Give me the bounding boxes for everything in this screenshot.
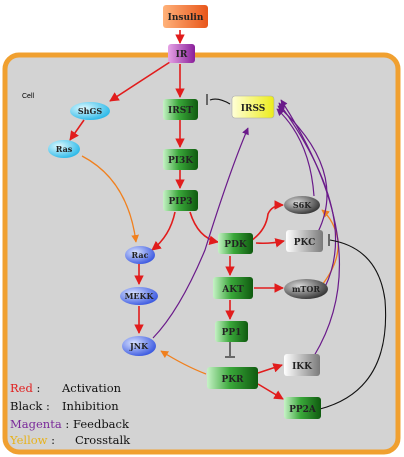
node-irst: IRST xyxy=(163,99,198,120)
feedback-edges xyxy=(152,99,341,357)
node-shgs: ShGS xyxy=(70,102,110,120)
node-pkr: PKR xyxy=(207,367,258,389)
edge-s6k-irss xyxy=(276,108,315,197)
edge-pkr-jnk xyxy=(160,350,207,375)
ikk-label: IKK xyxy=(292,362,313,372)
legend-desc-crosstalk: Crosstalk xyxy=(75,433,131,447)
node-pi3k: PI3K xyxy=(163,149,198,170)
legend-row-inhibition: Black : xyxy=(10,399,50,413)
mekk-label: MEKK xyxy=(125,291,155,301)
edge-ir-shgs xyxy=(109,61,171,102)
node-akt: AKT xyxy=(213,277,253,299)
edge-pdk-pkc xyxy=(255,238,285,248)
edge-ikk-irss xyxy=(280,99,341,357)
pi3k-label: PI3K xyxy=(168,156,194,166)
pp1-label: PP1 xyxy=(222,328,242,338)
node-insulin: Insulin xyxy=(163,5,208,28)
node-ir: IR xyxy=(168,44,195,63)
cell-membrane xyxy=(2,52,401,455)
edge-pkr-pp2a xyxy=(257,383,284,400)
legend-desc-inhibition: Inhibition xyxy=(62,399,119,413)
legend-row-crosstalk: Yellow : xyxy=(9,433,55,447)
edge-pip3-pdk xyxy=(189,211,219,246)
node-pp1: PP1 xyxy=(215,321,248,342)
jnk-label: JNK xyxy=(129,341,149,351)
legend-key-inhibition: Black xyxy=(10,399,43,413)
legend: Red : Activation Black : Inhibition Mage… xyxy=(9,381,131,447)
node-s6k: S6K xyxy=(284,196,320,214)
pdk-label: PDK xyxy=(224,240,248,250)
edge-pkc-irss xyxy=(277,105,328,233)
node-pp2a: PP2A xyxy=(284,397,321,419)
akt-label: AKT xyxy=(221,285,244,295)
pp2a-label: PP2A xyxy=(289,405,317,415)
rac-label: Rac xyxy=(132,250,149,260)
edge-pkr-ikk xyxy=(257,363,283,374)
node-pip3: PIP3 xyxy=(163,190,198,211)
edge-ras-rac xyxy=(81,155,139,243)
ras-label: Ras xyxy=(56,144,73,154)
pkr-label: PKR xyxy=(221,375,244,385)
pkc-label: PKC xyxy=(294,238,316,248)
node-pkc: PKC xyxy=(286,230,323,252)
cell-label: Cell xyxy=(22,93,35,100)
s6k-label: S6K xyxy=(293,200,312,210)
legend-desc-activation: Activation xyxy=(61,381,122,395)
shgs-label: ShGS xyxy=(78,106,102,116)
inhibition-edges xyxy=(206,94,387,410)
node-jnk: JNK xyxy=(122,336,156,356)
edge-jnk-irss xyxy=(152,127,249,339)
edge-pdk-s6k xyxy=(251,200,284,241)
node-pdk: PDK xyxy=(218,233,253,254)
ir-label: IR xyxy=(176,50,188,60)
edge-shgs-ras xyxy=(69,119,85,141)
legend-key-feedback: Magenta xyxy=(10,417,62,431)
irss-label: IRSS xyxy=(241,104,266,114)
node-ikk: IKK xyxy=(284,354,320,376)
legend-row-activation: Red : xyxy=(10,381,40,395)
node-mekk: MEKK xyxy=(120,287,158,305)
node-rac: Rac xyxy=(125,246,155,264)
edge-irss-irst xyxy=(209,98,231,105)
legend-key-crosstalk: Yellow xyxy=(9,433,48,447)
node-ras: Ras xyxy=(48,140,80,158)
node-mtor: mTOR xyxy=(284,279,328,299)
legend-desc-feedback: Feedback xyxy=(73,417,130,431)
activation-edges xyxy=(69,30,285,400)
legend-key-activation: Red xyxy=(10,381,33,395)
pip3-label: PIP3 xyxy=(168,197,192,207)
mtor-label: mTOR xyxy=(292,284,320,294)
irst-label: IRST xyxy=(168,106,193,116)
legend-row-feedback: Magenta : xyxy=(10,417,69,431)
edge-pp2a-pkc xyxy=(319,239,387,410)
node-irss: IRSS xyxy=(231,95,275,119)
edge-pip3-rac xyxy=(151,211,176,251)
insulin-label: Insulin xyxy=(168,13,204,23)
